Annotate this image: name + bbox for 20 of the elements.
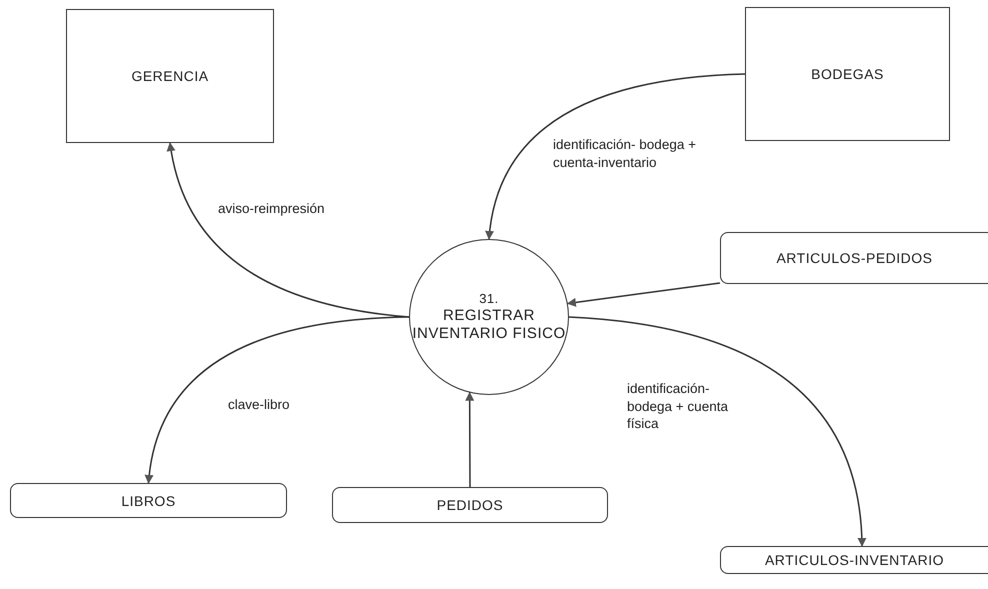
arrow bbox=[486, 73, 746, 240]
data-store bbox=[332, 487, 608, 523]
arrow bbox=[568, 316, 866, 547]
node-label: LIBROS bbox=[121, 492, 176, 508]
arrow bbox=[566, 282, 720, 307]
node-label: ARTICULOS-INVENTARIO bbox=[764, 552, 944, 568]
arrow bbox=[465, 392, 474, 487]
process-label: REGISTRAR INVENTARIO FISICO bbox=[411, 306, 567, 343]
process-number: 31. bbox=[479, 291, 499, 307]
external-entity-box bbox=[745, 7, 950, 141]
data-store bbox=[10, 483, 287, 518]
data-store bbox=[720, 232, 988, 284]
node-label: PEDIDOS bbox=[436, 497, 504, 513]
arrow bbox=[167, 142, 410, 318]
node-label: ARTICULOS-PEDIDOS bbox=[776, 250, 933, 266]
data-store bbox=[720, 546, 988, 574]
arrow bbox=[145, 316, 410, 484]
node-label: BODEGAS bbox=[811, 66, 884, 82]
node-label: GERENCIA bbox=[131, 68, 209, 84]
external-entity-box bbox=[66, 9, 274, 143]
